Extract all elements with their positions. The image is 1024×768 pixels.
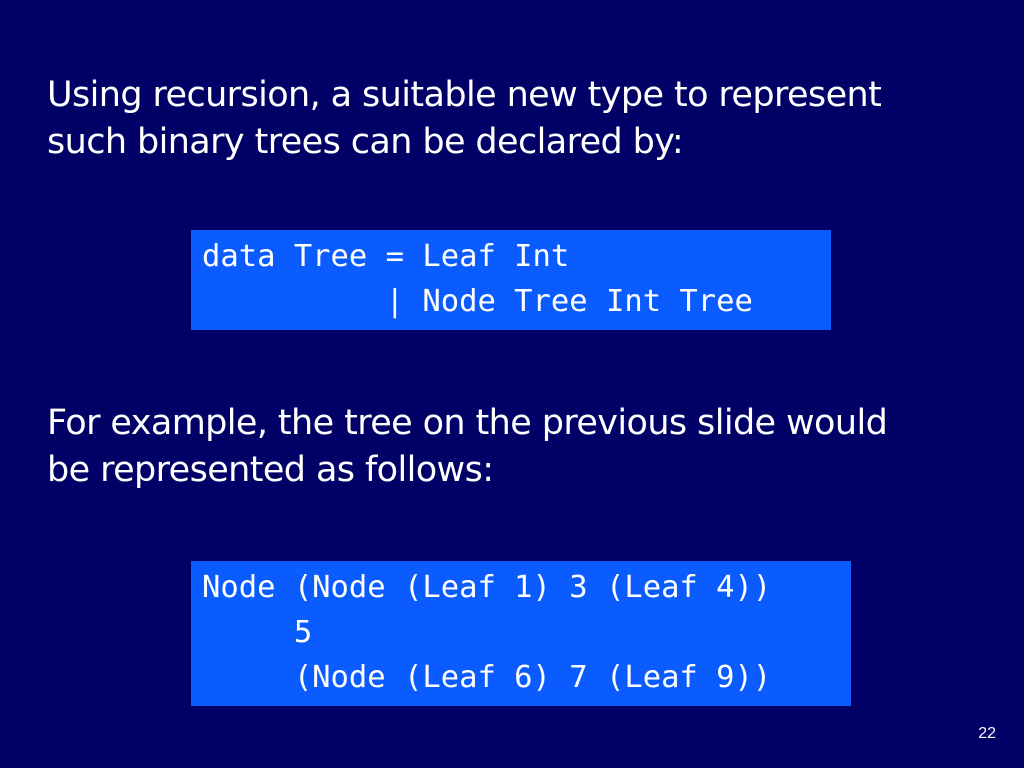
code-line: (Node (Leaf 6) 7 (Leaf 9)) xyxy=(202,660,772,695)
paragraph-line: such binary trees can be declared by: xyxy=(47,122,684,162)
paragraph-line: For example, the tree on the previous sl… xyxy=(47,403,888,443)
paragraph-intro: Using recursion, a suitable new type to … xyxy=(47,72,882,166)
code-block-tree-example: Node (Node (Leaf 1) 3 (Leaf 4)) 5 (Node … xyxy=(191,561,851,706)
paragraph-line: Using recursion, a suitable new type to … xyxy=(47,75,882,115)
paragraph-line: be represented as follows: xyxy=(47,450,494,490)
code-block-tree-declaration: data Tree = Leaf Int | Node Tree Int Tre… xyxy=(191,230,831,330)
page-number: 22 xyxy=(978,725,996,742)
paragraph-example: For example, the tree on the previous sl… xyxy=(47,400,888,494)
code-line: Node (Node (Leaf 1) 3 (Leaf 4)) xyxy=(202,570,772,605)
code-line: 5 xyxy=(202,615,313,650)
code-line: data Tree = Leaf Int xyxy=(202,239,570,274)
code-line: | Node Tree Int Tree xyxy=(202,284,753,319)
